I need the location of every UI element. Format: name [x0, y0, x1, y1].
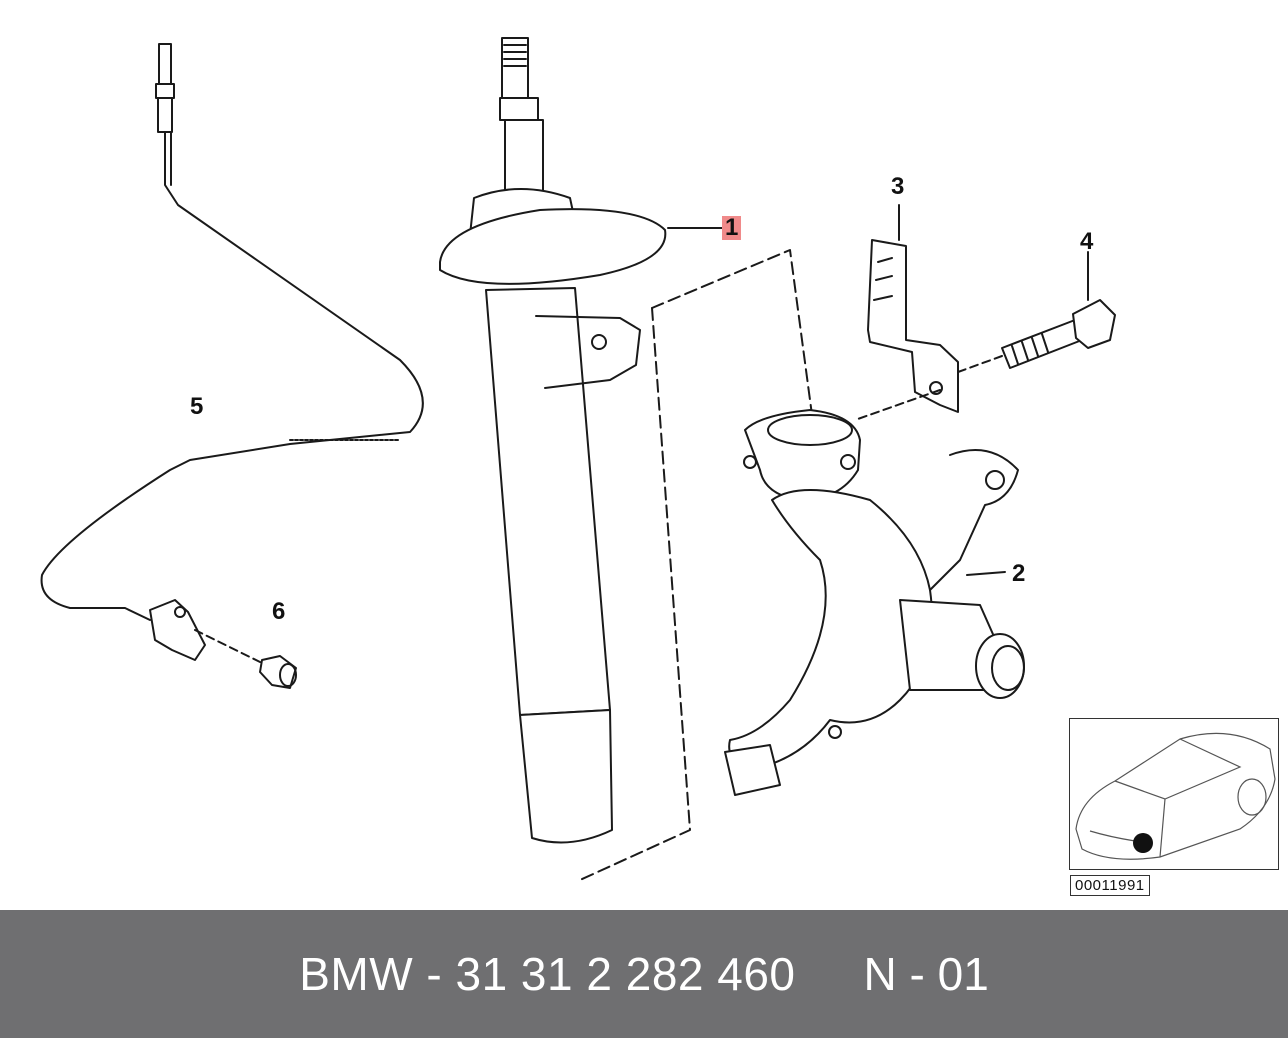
callout-6: 6 — [272, 598, 286, 625]
callout-3: 3 — [891, 173, 905, 200]
callout-5: 5 — [190, 393, 204, 420]
diagram-drawing — [40, 37, 1116, 881]
strut-assembly — [439, 37, 813, 881]
callout-4: 4 — [1080, 228, 1094, 255]
vehicle-location-inset — [1069, 718, 1279, 870]
location-marker — [1133, 833, 1153, 853]
steering-knuckle — [724, 409, 1025, 796]
sensor-screw — [259, 655, 297, 689]
callout-2: 2 — [1012, 560, 1026, 587]
wheel-speed-sensor — [149, 599, 261, 663]
image-id-label: 00011991 — [1070, 875, 1150, 896]
part-number-banner: BMW - 31 31 2 282 460 N - 01 — [0, 910, 1288, 1038]
part-number: BMW - 31 31 2 282 460 — [299, 948, 796, 1000]
car-outline — [1075, 732, 1276, 860]
sensor-cable-bracket — [867, 204, 959, 413]
diagram-code: N - 01 — [863, 948, 989, 1000]
wheel-speed-sensor-cable — [40, 43, 424, 621]
callout-1: 1 — [722, 216, 742, 240]
hex-bolt — [854, 251, 1116, 421]
parts-diagram: 1 2 3 4 5 6 00011991 — [40, 37, 1279, 896]
